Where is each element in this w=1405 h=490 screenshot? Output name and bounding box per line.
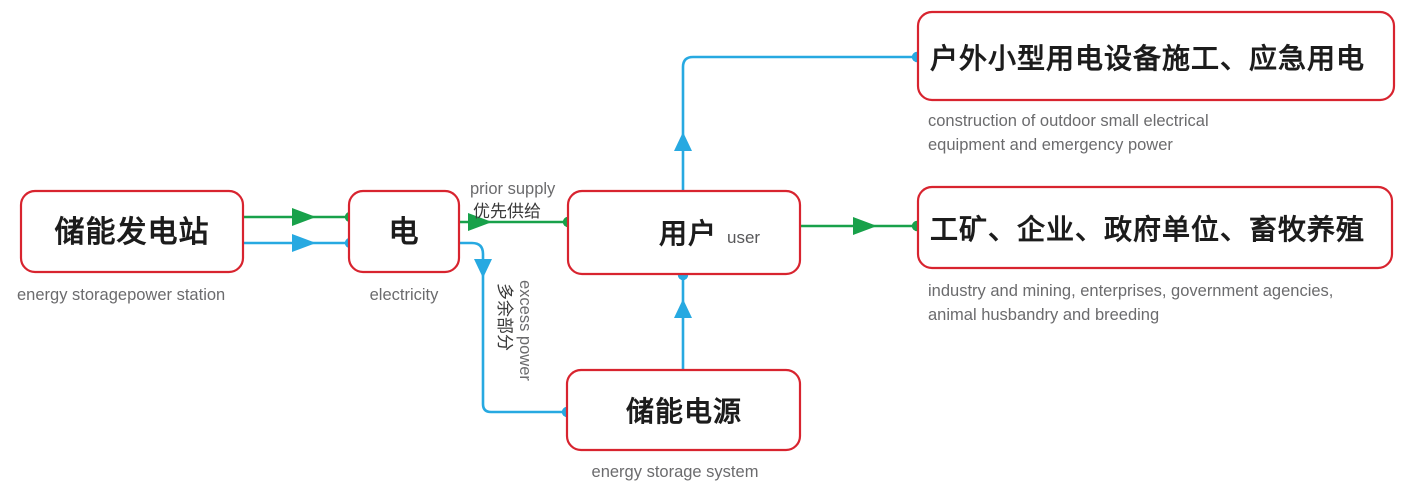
node-industry-customers-caption-line1: industry and mining, enterprises, govern… bbox=[928, 282, 1333, 300]
node-outdoor-equipment-caption-line2: equipment and emergency power bbox=[928, 136, 1173, 154]
node-user-title: 用户 bbox=[659, 217, 717, 249]
node-outdoor-equipment-caption-line1: construction of outdoor small electrical bbox=[928, 112, 1209, 130]
node-electricity[interactable]: 电 electricity bbox=[347, 189, 461, 304]
node-power-station-caption: energy storagepower station bbox=[17, 286, 225, 304]
edge-label-excess-power-en: excess power bbox=[516, 280, 534, 381]
edge-label-excess-power: excess power 多余部分 bbox=[495, 280, 534, 381]
node-industry-customers[interactable]: 工矿、企业、政府单位、畜牧养殖 industry and mining, ent… bbox=[916, 185, 1394, 324]
flow-user-to-industry-green bbox=[800, 217, 923, 235]
node-power-station-box[interactable] bbox=[19, 189, 245, 274]
node-storage-system-title: 储能电源 bbox=[626, 396, 742, 427]
node-user[interactable]: 用户 user bbox=[566, 189, 802, 276]
node-electricity-caption: electricity bbox=[370, 286, 440, 304]
edge-label-prior-supply-en: prior supply bbox=[470, 180, 556, 198]
flow-storage-to-user-blue bbox=[674, 269, 692, 370]
node-power-station-title: 储能发电站 bbox=[55, 216, 210, 249]
edge-label-excess-power-cn: 多余部分 bbox=[495, 283, 514, 351]
node-user-box[interactable] bbox=[566, 189, 802, 276]
node-power-station[interactable]: 储能发电站 energy storagepower station bbox=[17, 189, 245, 304]
node-outdoor-equipment[interactable]: 户外小型用电设备施工、应急用电 construction of outdoor … bbox=[916, 10, 1396, 154]
node-electricity-title: 电 bbox=[389, 216, 420, 249]
node-outdoor-equipment-box[interactable] bbox=[916, 10, 1396, 102]
flow-station-to-electricity-green bbox=[243, 208, 356, 226]
flow-user-to-outdoor-blue bbox=[674, 51, 923, 190]
node-user-inline-label: user bbox=[727, 228, 760, 247]
node-outdoor-equipment-title: 户外小型用电设备施工、应急用电 bbox=[930, 42, 1365, 74]
node-storage-system[interactable]: 储能电源 energy storage system bbox=[565, 368, 802, 481]
node-industry-customers-title: 工矿、企业、政府单位、畜牧养殖 bbox=[930, 213, 1365, 245]
node-industry-customers-box[interactable] bbox=[916, 185, 1394, 270]
flow-station-to-electricity-blue bbox=[243, 234, 356, 252]
node-storage-system-caption: energy storage system bbox=[592, 463, 759, 481]
flow-electricity-to-storage-blue bbox=[459, 241, 573, 418]
node-electricity-box[interactable] bbox=[347, 189, 461, 274]
edge-label-prior-supply-cn: 优先供给 bbox=[473, 202, 541, 221]
edge-label-prior-supply: prior supply 优先供给 bbox=[470, 180, 556, 221]
node-storage-system-box[interactable] bbox=[565, 368, 802, 452]
node-industry-customers-caption-line2: animal husbandry and breeding bbox=[928, 306, 1159, 324]
